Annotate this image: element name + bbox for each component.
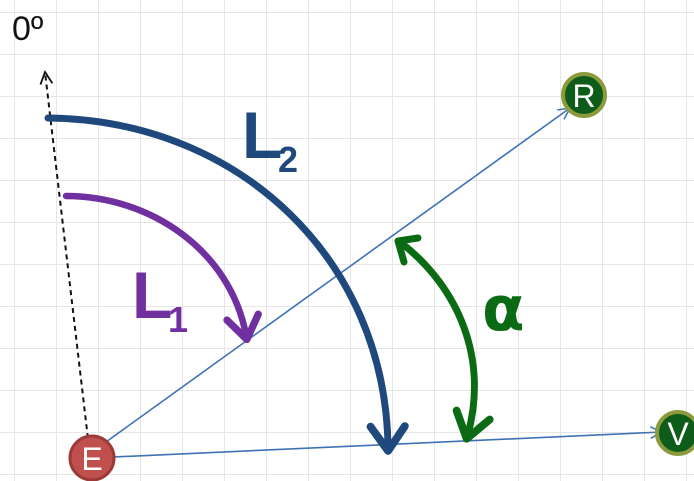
alpha-arrowhead-top	[394, 234, 422, 266]
alpha-arc-arrow	[396, 238, 494, 443]
l1-label-subscript: 1	[168, 299, 188, 340]
node-e-label: E	[81, 441, 102, 477]
north-reference-line	[39, 70, 91, 457]
ray-e-to-r	[91, 106, 572, 453]
node-r: R	[561, 72, 607, 118]
zero-degree-label: 0º	[12, 10, 43, 48]
alpha-label: α	[482, 272, 525, 345]
l1-label: L	[132, 258, 172, 332]
node-r-label: R	[572, 78, 595, 114]
node-v: V	[655, 410, 694, 456]
l2-arc-arrow	[44, 114, 409, 455]
ray-e-to-v	[91, 426, 664, 459]
node-e: E	[68, 434, 116, 481]
l1-arc-arrow	[62, 192, 262, 344]
l2-label-subscript: 2	[278, 139, 298, 180]
node-v-label: V	[667, 416, 689, 452]
l2-label: L	[242, 98, 282, 172]
